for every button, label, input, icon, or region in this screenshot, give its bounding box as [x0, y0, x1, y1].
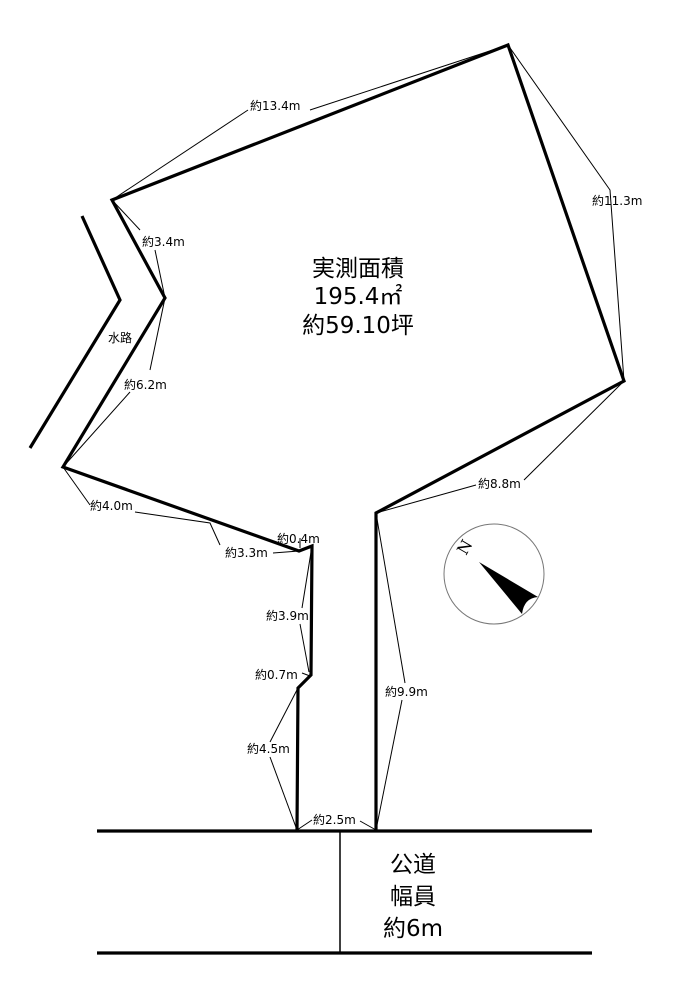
dimension-label: 約3.9m	[266, 608, 309, 623]
north-compass-icon: N	[443, 523, 545, 625]
dimension-label: 約9.9m	[385, 684, 428, 699]
dimension-label: 約4.5m	[247, 741, 290, 756]
compass-north-label: N	[453, 536, 476, 558]
dimension-label: 約0.7m	[255, 667, 298, 682]
road-width-value: 約6m	[383, 916, 443, 942]
road-type: 公道	[390, 852, 436, 878]
dimension-label: 約3.4m	[142, 234, 185, 249]
area-title: 実測面積	[312, 256, 404, 282]
dimension-label: 約8.8m	[478, 476, 521, 491]
dimension-label: 約2.5m	[313, 812, 356, 827]
area-tsubo: 約59.10坪	[302, 313, 414, 339]
lot-boundary	[60, 42, 626, 831]
dimension-leaders	[62, 44, 625, 831]
dimension-label: 約3.3m	[225, 545, 268, 560]
dimension-label: 約11.3m	[592, 193, 642, 208]
road-width-label: 幅員	[390, 884, 436, 910]
dimension-label: 約0.4m	[277, 531, 320, 546]
dimension-label: 約6.2m	[124, 377, 167, 392]
dimension-label: 約13.4m	[250, 98, 300, 113]
dimension-label: 約4.0m	[90, 498, 133, 513]
waterway-line	[28, 215, 122, 449]
waterway-label: 水路	[108, 330, 132, 345]
area-sqm: 195.4㎡	[314, 284, 403, 310]
